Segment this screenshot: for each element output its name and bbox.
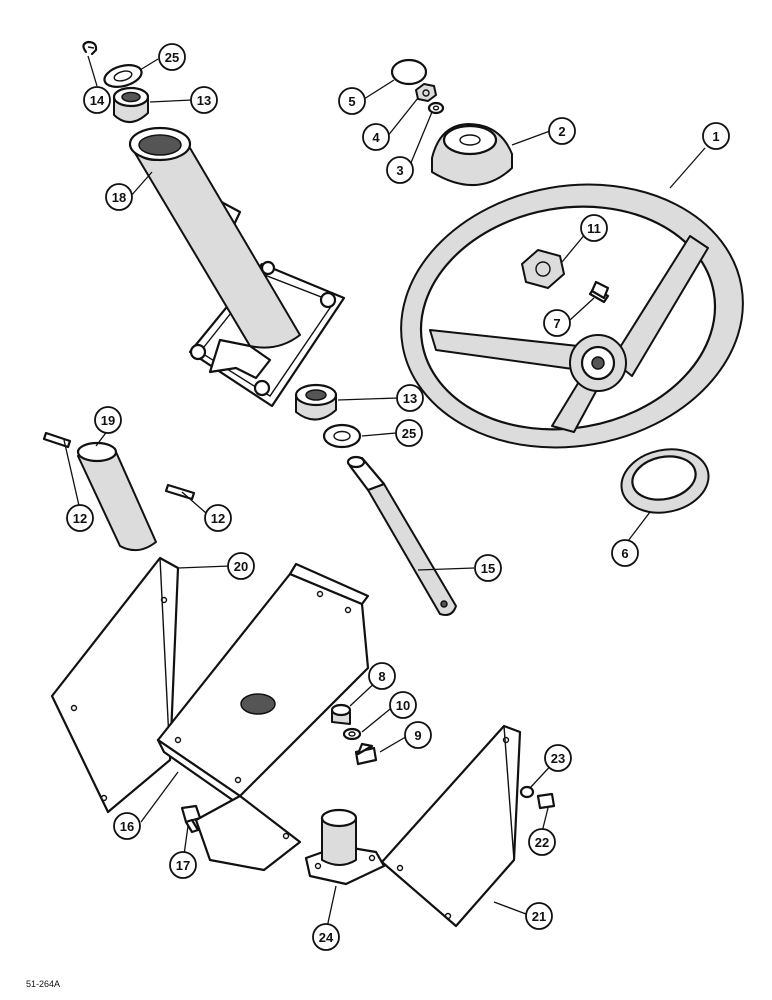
callout-4: 4	[362, 123, 390, 151]
svg-text:15: 15	[481, 561, 495, 576]
svg-text:12: 12	[73, 511, 87, 526]
callout-25-lower: 25	[395, 419, 423, 447]
callout-13-lower: 13	[396, 384, 424, 412]
part-washer-bracket	[342, 727, 362, 741]
part-steering-wheel	[400, 183, 744, 449]
part-washer-lower	[322, 423, 362, 449]
callout-11: 11	[580, 214, 608, 242]
part-washer-small	[427, 101, 445, 115]
callout-14: 14	[83, 86, 111, 114]
part-bolt-bracket	[180, 804, 202, 834]
svg-text:20: 20	[234, 559, 248, 574]
svg-text:13: 13	[197, 93, 211, 108]
svg-text:7: 7	[553, 316, 560, 331]
svg-text:22: 22	[535, 835, 549, 850]
svg-text:4: 4	[372, 130, 380, 145]
svg-text:17: 17	[176, 858, 190, 873]
callout-15: 15	[474, 554, 502, 582]
part-washer-panel	[519, 785, 535, 799]
svg-text:6: 6	[621, 546, 628, 561]
svg-text:1: 1	[712, 129, 719, 144]
part-side-panel-right	[380, 724, 522, 928]
callout-6: 6	[611, 539, 639, 567]
callout-12-left: 12	[66, 504, 94, 532]
part-washer-upper	[103, 64, 143, 88]
callout-3: 3	[386, 156, 414, 184]
svg-text:23: 23	[551, 751, 565, 766]
callout-2: 2	[548, 117, 576, 145]
part-centre-cover	[431, 123, 513, 186]
svg-text:11: 11	[587, 221, 601, 236]
part-bolt-panel	[536, 792, 556, 810]
callout-25-upper: 25	[158, 43, 186, 71]
callout-13-upper: 13	[190, 86, 218, 114]
callout-20: 20	[227, 552, 255, 580]
svg-text:2: 2	[558, 124, 565, 139]
callout-16: 16	[113, 812, 141, 840]
svg-text:19: 19	[101, 413, 115, 428]
svg-text:5: 5	[348, 94, 355, 109]
callout-7: 7	[543, 309, 571, 337]
part-bolt-bracket-top	[354, 742, 378, 766]
part-nut-small	[415, 83, 437, 102]
callout-1: 1	[702, 122, 730, 150]
part-spacer	[330, 703, 352, 725]
callout-18: 18	[105, 183, 133, 211]
figure-reference: 51-264A	[26, 979, 60, 989]
part-bearing-upper	[112, 86, 150, 123]
svg-text:21: 21	[532, 909, 546, 924]
callout-12-right: 12	[204, 504, 232, 532]
svg-text:16: 16	[120, 819, 134, 834]
svg-text:3: 3	[396, 163, 403, 178]
svg-text:8: 8	[378, 669, 385, 684]
part-bolt-small	[588, 280, 610, 304]
part-sleeve	[76, 441, 157, 552]
callout-24: 24	[312, 923, 340, 951]
part-side-panel-left	[50, 556, 180, 814]
part-pin-right	[164, 483, 196, 501]
callout-17: 17	[169, 851, 197, 879]
part-steering-shaft	[346, 455, 457, 616]
part-seal-ring	[620, 448, 710, 514]
callout-22: 22	[528, 828, 556, 856]
svg-text:12: 12	[211, 511, 225, 526]
callout-21: 21	[525, 902, 553, 930]
part-bearing-lower	[294, 383, 338, 421]
part-mounting-bracket	[156, 562, 370, 872]
svg-text:9: 9	[414, 728, 421, 743]
callout-19: 19	[94, 406, 122, 434]
callout-10: 10	[389, 691, 417, 719]
part-column-support	[304, 808, 386, 886]
svg-text:18: 18	[112, 190, 126, 205]
part-column-tube	[128, 126, 346, 408]
part-horn-cap	[390, 58, 428, 86]
callout-5: 5	[338, 87, 366, 115]
callout-8: 8	[368, 662, 396, 690]
svg-text:25: 25	[165, 50, 179, 65]
svg-text:14: 14	[90, 93, 105, 108]
svg-text:13: 13	[403, 391, 417, 406]
part-clip	[82, 40, 98, 56]
svg-text:10: 10	[396, 698, 410, 713]
part-pin-left	[42, 431, 72, 449]
svg-text:25: 25	[402, 426, 416, 441]
callout-23: 23	[544, 744, 572, 772]
callout-9: 9	[404, 721, 432, 749]
svg-text:24: 24	[319, 930, 334, 945]
